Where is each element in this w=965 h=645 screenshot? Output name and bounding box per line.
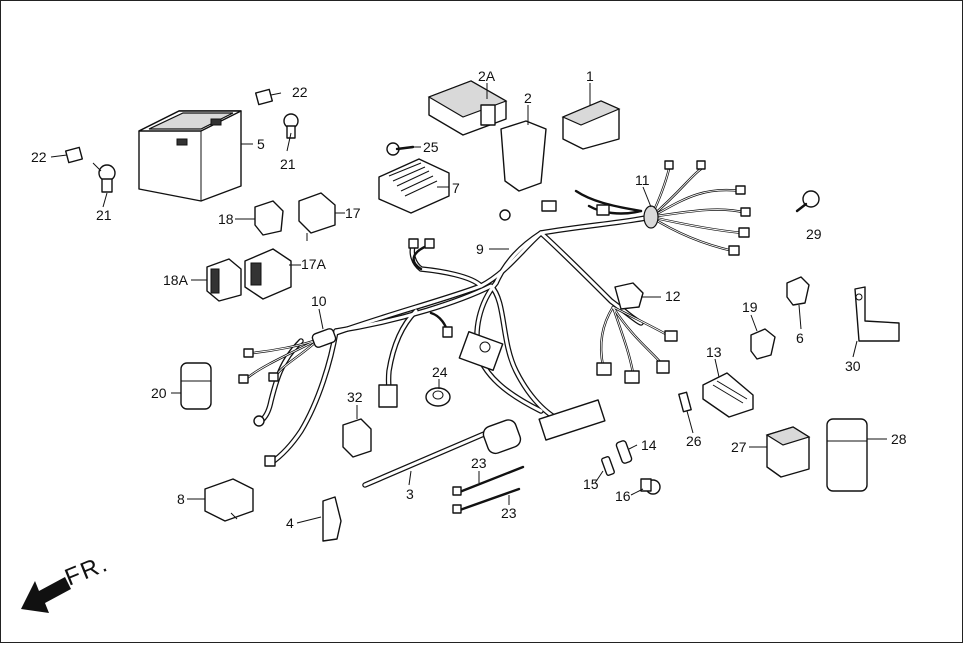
callout-26: 26 xyxy=(686,433,702,449)
callout-8: 8 xyxy=(177,491,185,507)
callout-2: 2 xyxy=(524,90,532,106)
cable-tie-lower[interactable] xyxy=(452,487,521,514)
callout-23-upper: 23 xyxy=(471,455,487,471)
battery-bolt-right[interactable] xyxy=(283,113,299,139)
callout-25: 25 xyxy=(423,139,439,155)
front-direction-arrow: FR. xyxy=(21,550,113,613)
battery-bolt-left[interactable] xyxy=(92,162,116,193)
bullet-connector-15[interactable] xyxy=(601,456,615,476)
callout-22-left: 22 xyxy=(31,149,47,165)
plug-cap-4[interactable] xyxy=(322,496,342,542)
cable-tie-upper[interactable] xyxy=(452,465,525,496)
callout-18: 18 xyxy=(218,211,234,227)
callout-9: 9 xyxy=(476,241,484,257)
relay-18[interactable] xyxy=(254,200,284,236)
relay-32[interactable] xyxy=(342,418,372,458)
callout-32: 32 xyxy=(347,389,363,405)
fuse-box[interactable] xyxy=(702,372,754,418)
voltage-regulator[interactable] xyxy=(378,158,450,214)
callout-3: 3 xyxy=(406,486,414,502)
terminal-cap-16[interactable] xyxy=(640,478,661,495)
connector-12[interactable] xyxy=(614,282,644,310)
ecu-cover[interactable] xyxy=(500,120,547,192)
callout-4: 4 xyxy=(286,515,294,531)
callout-20: 20 xyxy=(151,385,167,401)
flasher-unit[interactable] xyxy=(204,478,254,522)
callout-21-left: 21 xyxy=(96,207,112,223)
callout-28: 28 xyxy=(891,431,907,447)
relay-28[interactable] xyxy=(826,418,868,492)
battery[interactable] xyxy=(138,110,242,202)
callout-18A: 18A xyxy=(163,272,189,288)
callout-13: 13 xyxy=(706,344,722,360)
callout-15: 15 xyxy=(583,476,599,492)
ignition-coil-lead[interactable] xyxy=(362,418,523,488)
bracket-30[interactable] xyxy=(854,286,900,342)
rubber-nut[interactable] xyxy=(425,387,451,407)
callout-1: 1 xyxy=(586,68,594,84)
main-wiring-harness[interactable] xyxy=(238,160,751,467)
callout-11: 11 xyxy=(635,172,650,188)
callout-5: 5 xyxy=(257,136,265,152)
callout-24: 24 xyxy=(432,364,448,380)
direction-label: FR. xyxy=(61,550,113,592)
callout-27: 27 xyxy=(731,439,747,455)
callout-2A: 2A xyxy=(478,68,496,84)
relay-18A[interactable] xyxy=(206,258,242,302)
fuse-19[interactable] xyxy=(750,328,776,360)
callout-7: 7 xyxy=(452,180,460,196)
callout-29: 29 xyxy=(806,226,822,242)
callout-21-right: 21 xyxy=(280,156,296,172)
callout-17: 17 xyxy=(345,205,361,221)
regulator-screw[interactable] xyxy=(386,142,415,156)
battery-tray[interactable] xyxy=(561,100,621,150)
callout-6: 6 xyxy=(796,330,804,346)
fuse-26[interactable] xyxy=(678,391,692,413)
screw-29[interactable] xyxy=(795,190,820,213)
relay-27[interactable] xyxy=(765,426,811,478)
fuse-6[interactable] xyxy=(786,276,810,306)
connector-20[interactable] xyxy=(180,362,212,410)
callout-17A: 17A xyxy=(301,256,327,272)
callout-22-right: 22 xyxy=(292,84,308,100)
callout-14: 14 xyxy=(641,437,657,453)
relay-17A[interactable] xyxy=(244,248,292,300)
ecu-unit[interactable] xyxy=(427,80,508,136)
callout-19: 19 xyxy=(742,299,758,315)
callout-30: 30 xyxy=(845,358,861,374)
bullet-connector-14[interactable] xyxy=(615,440,633,464)
battery-nut-left[interactable] xyxy=(64,146,84,164)
callout-12: 12 xyxy=(665,288,681,304)
callout-23-lower: 23 xyxy=(501,505,517,521)
relay-17[interactable] xyxy=(298,192,336,241)
battery-nut-right[interactable] xyxy=(254,88,274,106)
callout-16: 16 xyxy=(615,488,631,504)
callout-10: 10 xyxy=(311,293,327,309)
